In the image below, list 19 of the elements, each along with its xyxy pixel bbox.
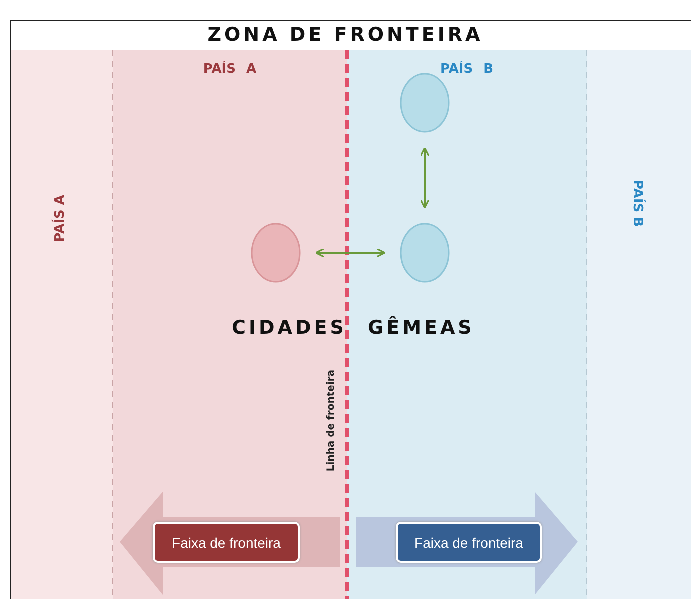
caption-word: CIDADES bbox=[232, 317, 347, 339]
country-label: PAÍS B bbox=[630, 180, 645, 228]
city-circle bbox=[400, 73, 450, 133]
caption-word: GÊMEAS bbox=[368, 317, 475, 339]
double-arrow bbox=[420, 147, 430, 209]
city-circle bbox=[400, 223, 450, 283]
band-label: Faixa de fronteira bbox=[396, 522, 542, 563]
double-arrow bbox=[315, 248, 386, 258]
band-label: Faixa de fronteira bbox=[153, 522, 300, 563]
country-label: PAÍS A bbox=[203, 62, 257, 77]
country-band bbox=[587, 50, 691, 599]
city-circle bbox=[251, 223, 301, 283]
country-band bbox=[113, 50, 347, 599]
country-label: PAÍS B bbox=[440, 62, 494, 77]
country-band bbox=[347, 50, 587, 599]
country-band bbox=[11, 50, 113, 599]
country-label: PAÍS A bbox=[53, 195, 68, 242]
border-label: Linha de fronteira bbox=[326, 370, 337, 472]
diagram-title: ZONA DE FRONTEIRA bbox=[206, 23, 484, 48]
